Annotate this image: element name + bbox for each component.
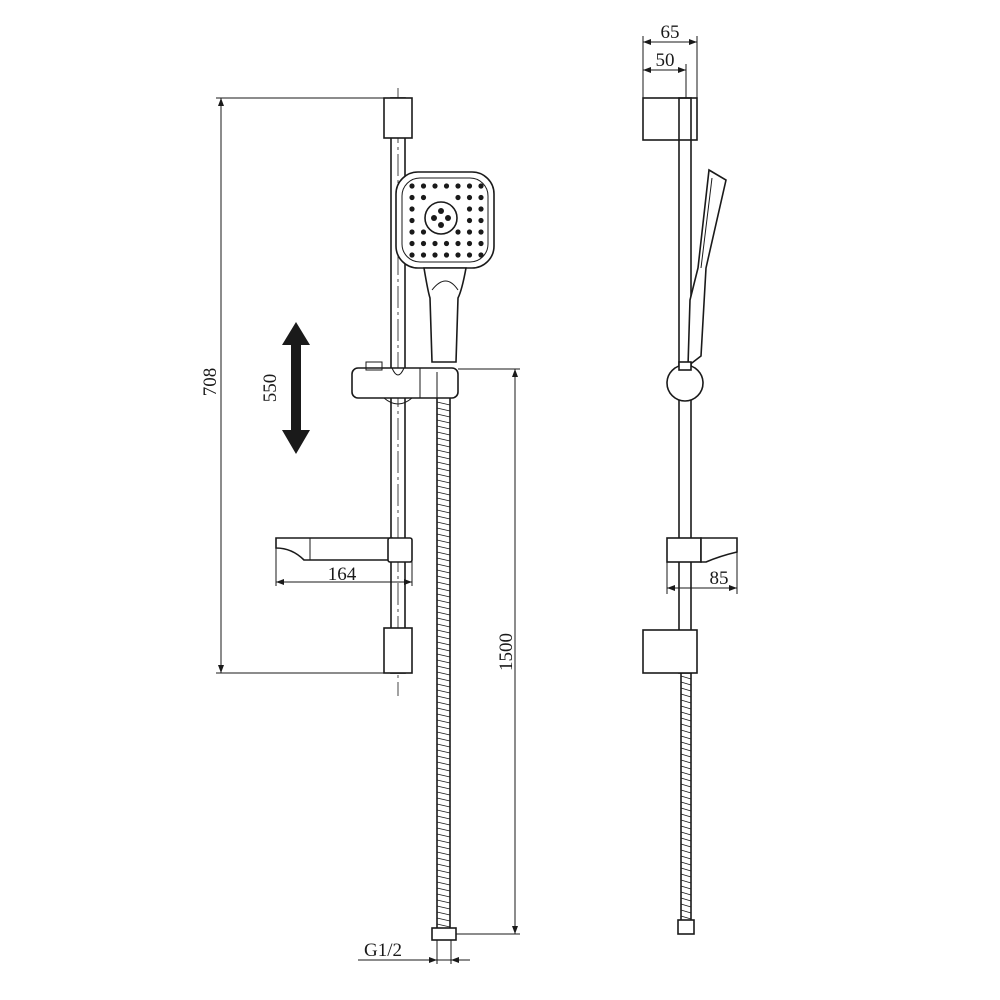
top-wall-bracket [383,97,413,139]
dim-connector-thread [358,957,470,963]
dim-bracket-depth-inner [643,64,687,98]
shower-hose [436,398,451,930]
dim-bracket-depth-outer [642,36,698,98]
dim-hose-length-label: 1500 [496,633,517,671]
dim-bracket-depth-outer-label: 65 [661,22,680,43]
center-spray-disc [424,201,458,235]
front-view: 708 550 164 1500 G1/2 [200,88,520,964]
dim-soap-dish-depth [666,552,738,594]
hose-connector [431,927,457,941]
side-soap-dish [666,537,738,563]
slide-direction-arrow [282,322,310,454]
dim-slide-travel-label: 550 [260,374,281,403]
dim-rail-height [216,97,384,674]
bottom-wall-bracket [383,627,413,674]
dim-bracket-depth-inner-label: 50 [656,50,675,71]
side-hand-shower [687,168,727,368]
spray-nozzles [409,183,484,258]
dim-soap-dish-width [275,548,413,586]
dim-hose-length [456,368,520,935]
hand-shower-handle [423,267,467,363]
dim-soap-dish-depth-label: 85 [710,568,729,589]
dim-rail-height-label: 708 [200,368,221,397]
side-bottom-bracket [642,629,698,674]
side-view: 65 50 85 [642,22,738,935]
soap-dish [275,537,413,563]
hand-shower-head [395,171,495,269]
side-top-bracket [642,97,698,141]
side-shower-hose [677,673,695,935]
slider-holder [351,361,459,405]
dim-connector-thread-label: G1/2 [364,940,402,961]
dim-soap-dish-width-label: 164 [328,564,357,585]
